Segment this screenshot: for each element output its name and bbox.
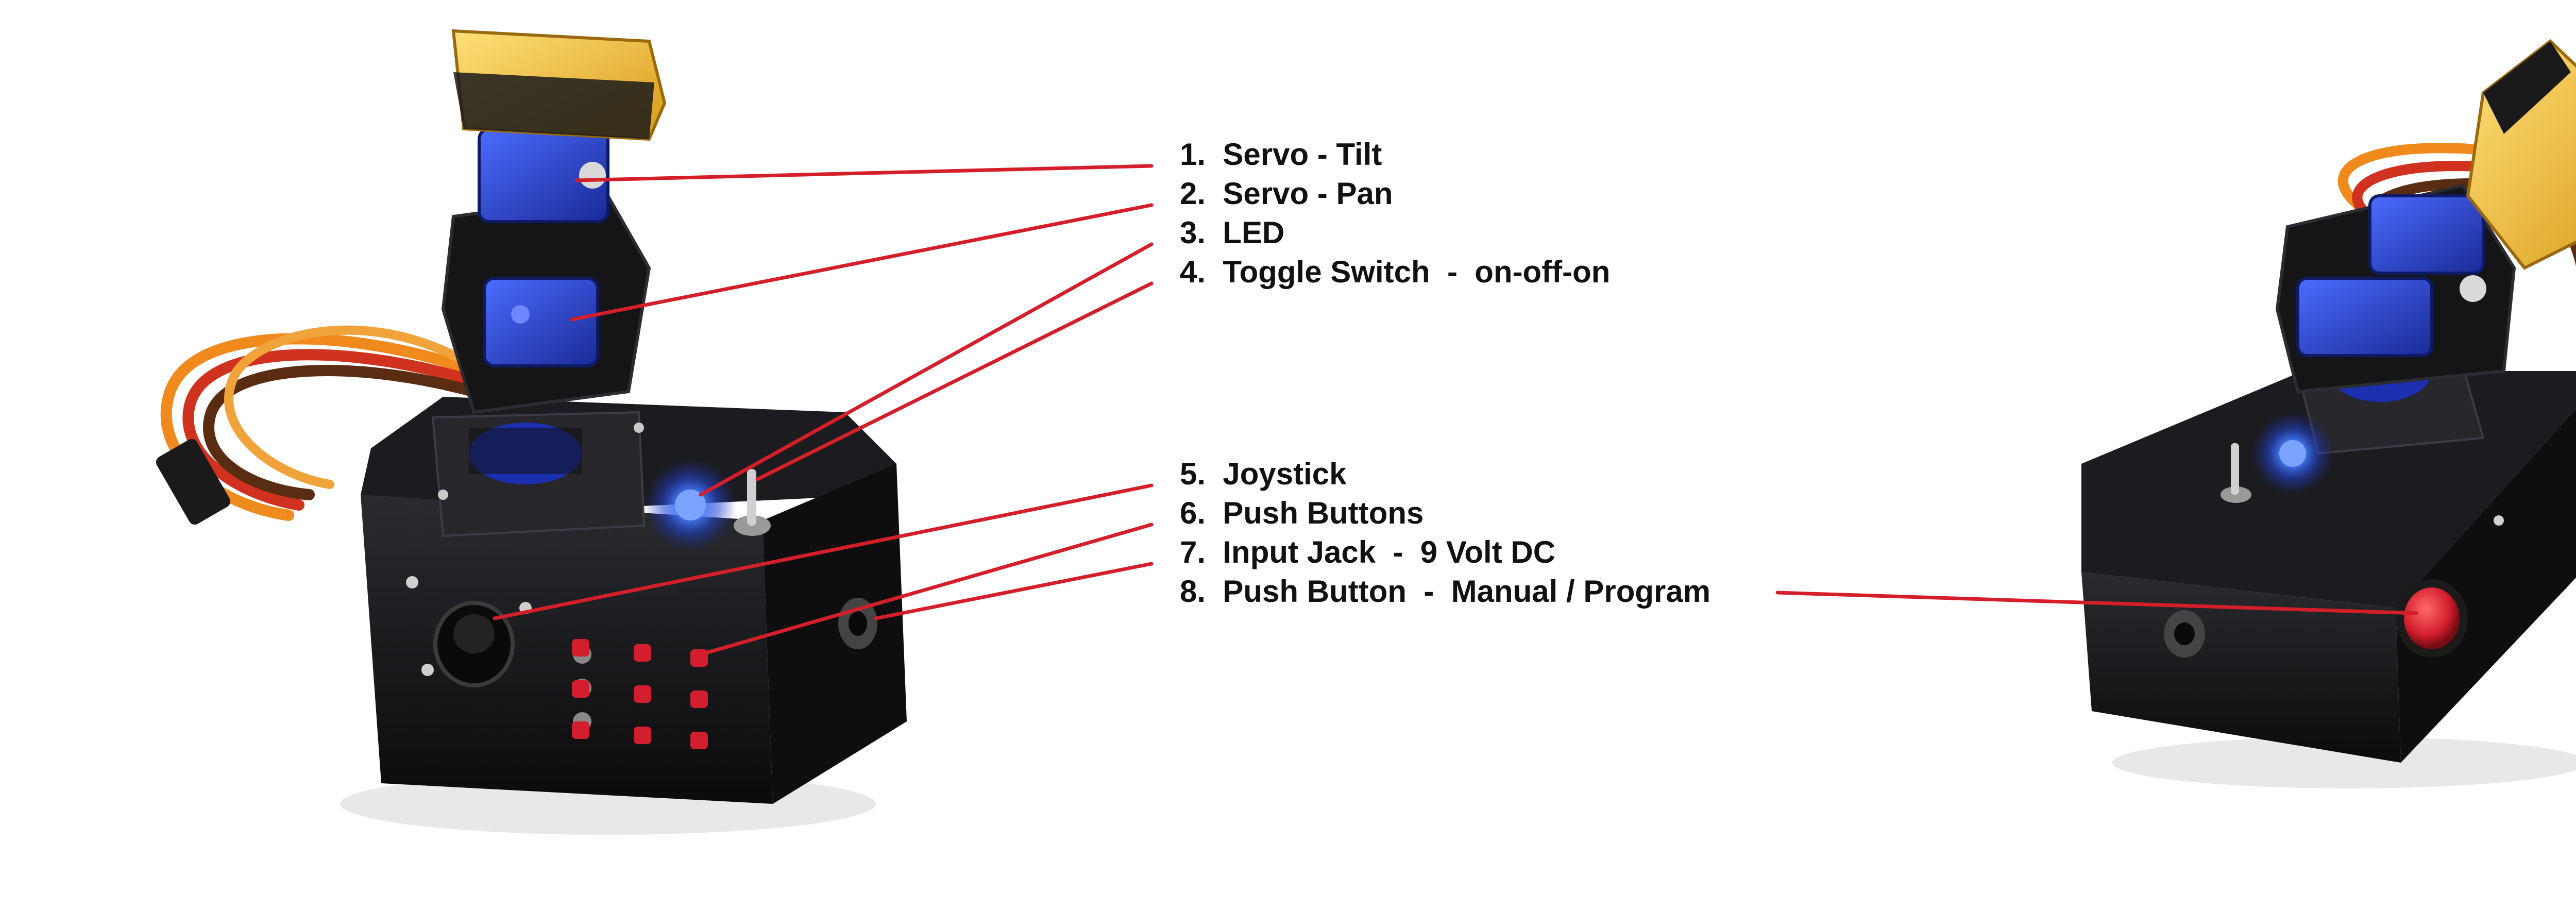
- label-2: 2. Servo - Pan: [1180, 176, 1393, 211]
- servo-tilt-left: [478, 127, 609, 223]
- callout-line-8: [1775, 591, 2418, 615]
- toggle-switch-left: [734, 469, 771, 536]
- callout-line-1: [575, 164, 1154, 182]
- label-4: 4. Toggle Switch - on-off-on: [1180, 255, 1611, 289]
- label-8: 8. Push Button - Manual / Program: [1180, 574, 1711, 609]
- label-5: 5. Joystick: [1180, 457, 1347, 491]
- label-3: 3. LED: [1180, 215, 1285, 250]
- callout-lines: [493, 164, 2418, 656]
- label-7: 7. Input Jack - 9 Volt DC: [1180, 535, 1556, 569]
- device-right: [2081, 39, 2576, 788]
- red-push-button-right: [2396, 579, 2468, 658]
- led-right: [2251, 412, 2334, 495]
- enclosure-front-left: [361, 495, 773, 804]
- device-left: [156, 29, 907, 835]
- enclosure-front-right: [2081, 572, 2401, 763]
- label-1: 1. Servo - Tilt: [1180, 137, 1382, 172]
- callout-line-5: [493, 483, 1154, 620]
- push-buttons-left: [572, 639, 708, 749]
- callout-line-4: [755, 281, 1154, 481]
- servo-pan-right: [2296, 277, 2433, 357]
- callout-line-7: [874, 562, 1154, 620]
- joystick-left: [433, 601, 515, 687]
- led-left: [644, 459, 737, 551]
- servo-tilt-right: [2368, 194, 2486, 302]
- input-jack-right: [2164, 610, 2205, 658]
- servo-wires-left: [156, 325, 480, 525]
- servo-pan-left: [483, 277, 599, 367]
- callout-line-6: [699, 523, 1154, 656]
- label-6: 6. Push Buttons: [1180, 496, 1424, 530]
- camera-head-left: [451, 29, 667, 141]
- callout-line-3: [699, 242, 1154, 497]
- toggle-switch-right: [2221, 443, 2251, 503]
- camera-head-right: [2466, 39, 2576, 270]
- callout-line-2: [570, 203, 1154, 322]
